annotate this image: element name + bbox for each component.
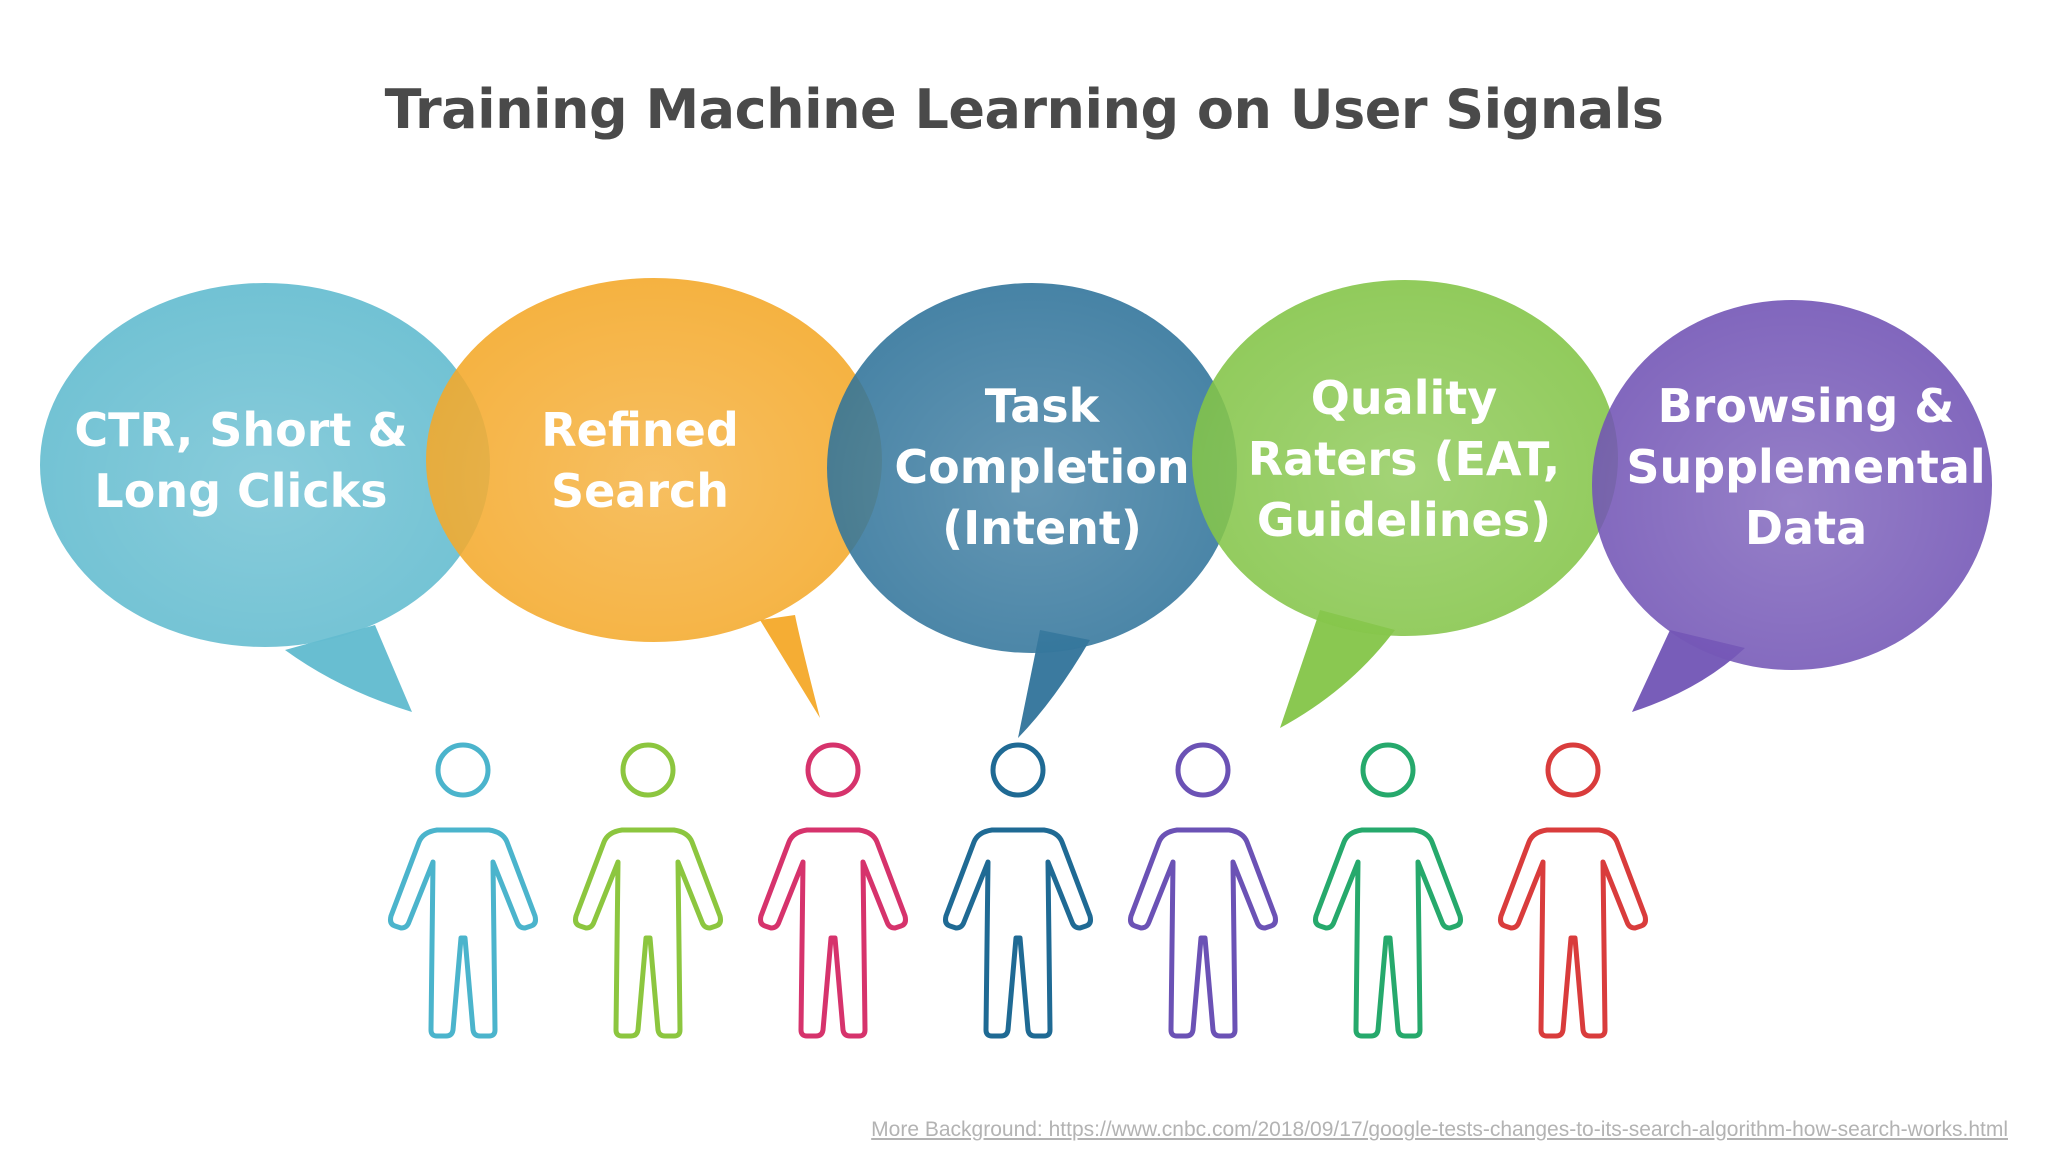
speech-bubble-tail	[760, 615, 820, 718]
speech-bubble-label-line: Data	[1745, 501, 1867, 555]
person-icon	[1498, 742, 1648, 1039]
speech-bubble-tail	[285, 625, 412, 712]
person-icon	[943, 742, 1093, 1039]
person-body	[573, 827, 723, 1039]
person-body	[388, 827, 538, 1039]
speech-bubble-label-line: Guidelines)	[1257, 493, 1551, 547]
speech-bubble-label-line: (Intent)	[942, 501, 1142, 555]
speech-bubble-tail	[1280, 610, 1395, 728]
speech-bubble-label-line: Refined	[541, 403, 739, 457]
person-head	[435, 742, 491, 798]
person-icon	[1128, 742, 1278, 1039]
speech-bubble-highlight	[40, 283, 490, 647]
speech-bubble-label-line: Task	[985, 379, 1101, 433]
source-link[interactable]: More Background: https://www.cnbc.com/20…	[871, 1118, 2008, 1141]
speech-bubble-highlight	[1192, 280, 1618, 636]
speech-bubble-label-line: Search	[551, 464, 729, 518]
person-head	[990, 742, 1046, 798]
speech-bubble-label-line: Browsing &	[1658, 379, 1955, 433]
speech-bubble-label-line: Quality	[1311, 371, 1497, 425]
person-head	[1545, 742, 1601, 798]
person-head	[620, 742, 676, 798]
speech-bubble-highlight	[1592, 300, 1992, 670]
speech-bubble-label-line: CTR, Short &	[74, 403, 407, 457]
speech-bubble-highlight	[426, 278, 882, 642]
speech-bubble-label: CTR, Short & Long Clicks	[74, 403, 407, 518]
person-body	[758, 827, 908, 1039]
person-icon	[573, 742, 723, 1039]
person-head	[1360, 742, 1416, 798]
speech-bubble-tail	[1018, 630, 1090, 738]
person-icon	[388, 742, 538, 1039]
people-row	[388, 742, 1648, 1039]
speech-bubble-label-line: Supplemental	[1626, 440, 1985, 494]
slide-title: Training Machine Learning on User Signal…	[384, 78, 1664, 141]
speech-bubble-1: CTR, Short & Long Clicks	[40, 283, 490, 712]
person-icon	[1313, 742, 1463, 1039]
person-body	[1498, 827, 1648, 1039]
speech-bubble-label-line: Completion	[894, 440, 1189, 494]
person-body	[943, 827, 1093, 1039]
speech-bubble-label-line: Long Clicks	[94, 464, 387, 518]
person-head	[1175, 742, 1231, 798]
person-body	[1313, 827, 1463, 1039]
person-icon	[758, 742, 908, 1039]
person-body	[1128, 827, 1278, 1039]
person-head	[805, 742, 861, 798]
speech-bubble-label-line: Raters (EAT,	[1248, 432, 1561, 486]
speech-bubble-highlight	[827, 283, 1237, 653]
